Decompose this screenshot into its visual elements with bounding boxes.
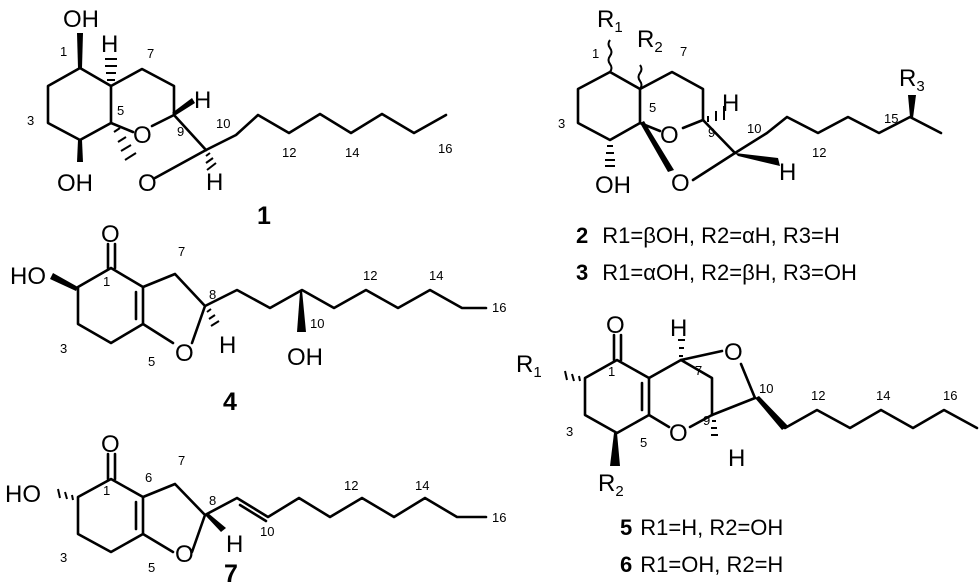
c4-num-1: 1 (103, 274, 110, 289)
c7-o-keto: O (101, 431, 120, 458)
c23-oh: OH (595, 172, 631, 199)
c23-o-bridge: O (671, 170, 690, 197)
c4-num-3: 3 (60, 341, 67, 356)
c7-num-8: 8 (209, 493, 216, 508)
c23-num-9: 9 (708, 125, 715, 140)
c1-num-12: 12 (282, 145, 296, 160)
c1-h-c10: H (206, 169, 223, 196)
c56-num-14: 14 (876, 388, 890, 403)
c7-o-ring: O (175, 541, 194, 568)
compound-1-labels: OH OH H O O H H 1 3 5 7 9 10 12 14 16 1 (27, 6, 452, 230)
c4-o-ring: O (175, 340, 194, 367)
c7-num-5: 5 (148, 560, 155, 575)
c1-num-16: 16 (438, 141, 452, 156)
c23-num-10: 10 (747, 121, 761, 136)
c4-num-7: 7 (178, 244, 185, 259)
caption-compound-7: 7 (224, 560, 238, 586)
c4-num-10: 10 (310, 316, 324, 331)
c1-num-9: 9 (177, 124, 184, 139)
c1-h-ring: H (101, 31, 118, 58)
compound-4-structure (50, 242, 488, 345)
c4-num-8: 8 (209, 287, 216, 302)
c4-num-14: 14 (429, 268, 443, 283)
c23-num-3: 3 (558, 116, 565, 131)
compound-2-3-labels: R1 R2 R3 OH O O H H 1 3 5 7 9 10 12 15 2… (558, 6, 925, 285)
c4-num-12: 12 (363, 268, 377, 283)
c1-oh-top: OH (63, 6, 99, 33)
c56-num-1: 1 (608, 364, 615, 379)
c56-num-7: 7 (695, 363, 702, 378)
compound-7-structure (57, 452, 488, 554)
c56-num-5: 5 (640, 435, 647, 450)
c1-num-7: 7 (147, 46, 154, 61)
c23-num-7: 7 (680, 44, 687, 59)
c56-num-9: 9 (703, 413, 710, 428)
c4-num-5: 5 (148, 354, 155, 369)
c1-h-c9: H (194, 87, 211, 114)
c23-r2-label: R2 (637, 26, 663, 56)
c7-num-16: 16 (492, 510, 506, 525)
c23-num-12: 12 (812, 145, 826, 160)
compound-5-6-structure (564, 333, 979, 466)
c56-r1-label: R1 (516, 351, 542, 381)
c56-num-16: 16 (943, 388, 957, 403)
c1-oh-bottom: OH (57, 170, 93, 197)
c56-num-10: 10 (759, 381, 773, 396)
c7-h: H (226, 531, 243, 558)
c1-num-5: 5 (117, 103, 124, 118)
compound-7-labels: O HO O H 1 3 5 6 7 8 10 12 14 16 7 (5, 431, 506, 586)
c23-num-15: 15 (884, 111, 898, 126)
c4-num-16: 16 (492, 300, 506, 315)
c7-num-12: 12 (344, 478, 358, 493)
c56-o-bridge: O (724, 339, 743, 366)
c7-num-10: 10 (260, 524, 274, 539)
c1-o-bridge: O (138, 170, 157, 197)
compound-1-structure (46, 33, 448, 180)
c1-num-14: 14 (345, 145, 359, 160)
c23-num-1: 1 (592, 46, 599, 61)
c4-o-keto: O (101, 221, 120, 248)
c23-h-c10: H (779, 159, 796, 186)
c4-ho: HO (10, 263, 46, 290)
c1-num-1: 1 (60, 44, 67, 59)
c7-num-1: 1 (103, 483, 110, 498)
c7-num-14: 14 (415, 478, 429, 493)
compound-2-3-structure (576, 39, 943, 182)
c23-num-5: 5 (649, 100, 656, 115)
c23-o-ring: O (660, 122, 679, 149)
c7-num-7: 7 (178, 453, 185, 468)
c23-h-c9: H (722, 90, 739, 117)
c7-num-3: 3 (60, 550, 67, 565)
c56-o-ring: O (669, 420, 688, 447)
caption-compound-1: 1 (257, 202, 271, 230)
c56-num-12: 12 (811, 388, 825, 403)
c23-r3-label: R3 (899, 65, 925, 95)
c56-num-3: 3 (566, 424, 573, 439)
c7-ho: HO (5, 481, 41, 508)
c23-r1-label: R1 (597, 6, 623, 36)
caption-compound-4: 4 (223, 388, 237, 416)
c56-h-top: H (670, 315, 687, 342)
c7-num-6: 6 (145, 470, 152, 485)
compound-4-labels: O HO O H OH 1 3 5 7 8 10 12 14 16 4 (10, 221, 506, 416)
c1-o-ring: O (133, 122, 152, 149)
c4-oh: OH (287, 344, 323, 371)
c56-r2-label: R2 (598, 470, 624, 500)
c1-num-10: 10 (216, 116, 230, 131)
c4-h: H (219, 332, 236, 359)
c1-num-3: 3 (27, 113, 34, 128)
c56-h-bottom: H (728, 445, 745, 472)
c56-o-keto: O (606, 312, 625, 339)
